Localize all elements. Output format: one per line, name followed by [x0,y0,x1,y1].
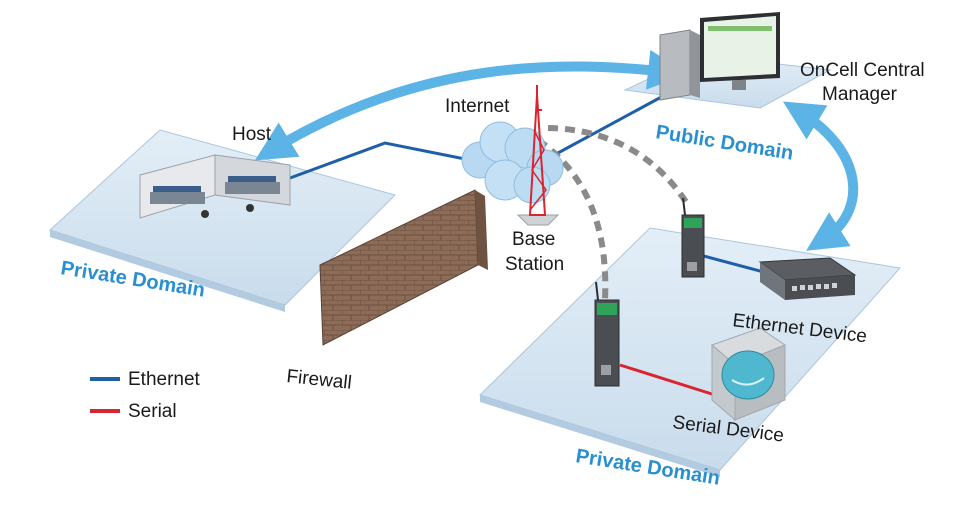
label-internet: Internet [445,96,510,117]
serial-link-gateway-device [619,363,716,397]
label-manager: Manager [822,84,898,105]
arrow-host-public [254,49,688,161]
right-platform-edge [480,395,720,477]
gateway-lower-icon [594,281,620,387]
label-station: Station [505,254,564,275]
serial-device-meter-icon [711,327,787,422]
label-oncell-central: OnCell Central [800,60,925,81]
label-host: Host [232,124,272,145]
label-base: Base [512,229,555,250]
gateway-upper-icon [681,197,705,278]
legend-label-serial: Serial [128,401,177,422]
label-firewall: Firewall [285,366,352,394]
legend: Ethernet Serial [90,369,201,422]
ethernet-link-host-internet [289,141,471,180]
host-control-room [139,154,291,219]
base-station-tower-icon [516,85,560,226]
legend-label-ethernet: Ethernet [128,369,201,390]
internet-cloud-icon [461,121,564,204]
central-manager-workstation-icon [659,12,780,101]
arrow-public-private [782,101,859,251]
left-platform-edge [50,230,285,312]
firewall-wall-icon [319,189,488,346]
ethernet-switch-icon [758,257,857,300]
ethernet-link-internet-public [544,93,666,162]
label-public-domain: Public Domain [654,121,795,164]
